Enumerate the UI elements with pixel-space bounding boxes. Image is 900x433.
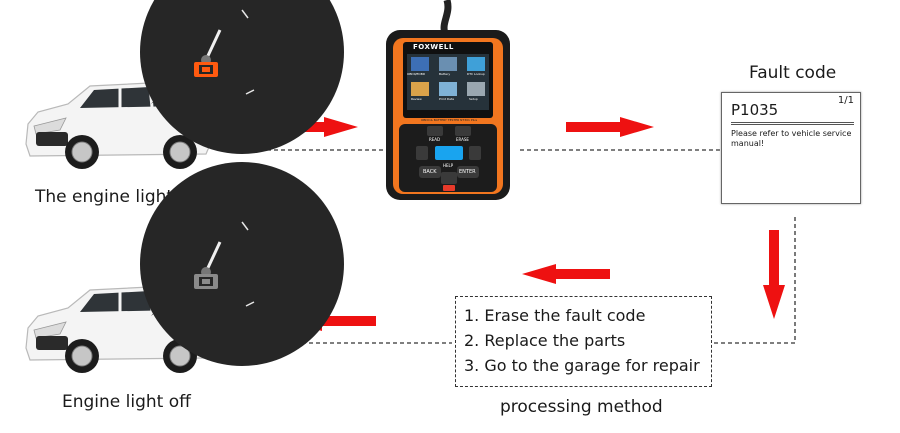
scanner-menu-item: OBDII/EOBD [407, 72, 426, 76]
obd-scanner: FOXWELL OBDII & BATTERY TESTER NT301 Plu… [383, 0, 513, 205]
scanner-menu-item: Battery [439, 72, 451, 76]
arrow-left-1 [522, 264, 610, 284]
processing-step: 3. Go to the garage for repair [464, 356, 700, 375]
fault-separator [731, 122, 854, 125]
processing-steps-box: 1. Erase the fault code 2. Replace the p… [455, 296, 712, 387]
scanner-back-key: BACK [423, 169, 437, 175]
processing-step: 1. Erase the fault code [464, 306, 646, 325]
arrow-right-2 [566, 117, 654, 137]
processing-method-label: processing method [500, 397, 663, 417]
scanner-menu-item: DTC Lookup [467, 72, 485, 76]
scanner-strip-text: OBDII & BATTERY TESTER NT301 Plus [420, 118, 478, 122]
fault-message: Please refer to vehicle service manual! [731, 129, 852, 148]
fault-page-indicator: 1/1 [837, 95, 854, 106]
scanner-erase-key: ERASE [456, 137, 469, 142]
engine-warning-icon [194, 62, 218, 77]
fault-code-value: P1035 [731, 101, 779, 119]
scanner-menu-item: Review [411, 97, 422, 101]
gauge-engine-light-on [140, 0, 344, 154]
arrow-down [763, 230, 785, 319]
scanner-enter-key: ENTER [459, 169, 476, 175]
engine-warning-off-icon [194, 274, 218, 289]
processing-step: 2. Replace the parts [464, 331, 626, 350]
scanner-menu-item: Setup [469, 97, 478, 101]
scanner-read-key: READ [429, 137, 441, 142]
gauge-engine-light-off [140, 162, 344, 366]
scanner-brand: FOXWELL [413, 43, 454, 51]
scanner-help-key: HELP [443, 163, 454, 168]
scanner-menu-item: Print Data [439, 97, 455, 101]
fault-code-screen: 1/1 P1035 Please refer to vehicle servic… [721, 92, 861, 204]
fault-code-title: Fault code [749, 63, 837, 83]
label-engine-light-off: Engine light off [62, 392, 191, 412]
